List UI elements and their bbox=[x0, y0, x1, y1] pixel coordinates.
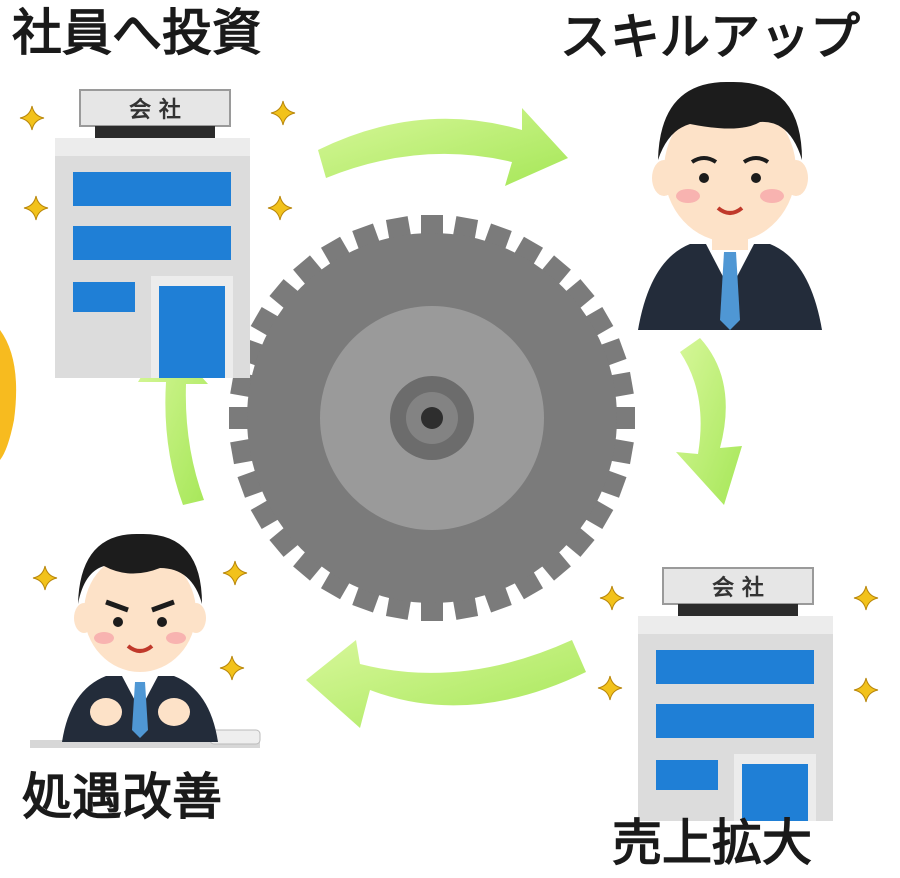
sparkle-icon bbox=[222, 560, 248, 586]
cycle-arrow-top bbox=[318, 108, 568, 186]
building-sign-text: 会 社 bbox=[712, 575, 764, 601]
yellow-edge-decoration bbox=[0, 330, 17, 460]
cycle-arrow-right bbox=[676, 338, 742, 505]
building-sign-text: 会 社 bbox=[129, 97, 181, 123]
sparkle-icon bbox=[267, 195, 293, 221]
cycle-arrow-bottom bbox=[306, 640, 586, 728]
label-sales: 売上拡大 bbox=[612, 814, 812, 872]
label-skillup: スキルアップ bbox=[560, 8, 860, 66]
label-treatment: 処遇改善 bbox=[22, 768, 222, 826]
sparkle-icon bbox=[32, 565, 58, 591]
determined-businessman-icon bbox=[30, 533, 261, 748]
company-building-icon: 会 社 bbox=[638, 567, 833, 821]
sparkle-icon bbox=[270, 100, 296, 126]
sparkle-icon bbox=[853, 677, 879, 703]
sparkle-icon bbox=[23, 195, 49, 221]
company-building-icon: 会 社 bbox=[55, 89, 250, 378]
sparkle-icon bbox=[219, 655, 245, 681]
gear-icon bbox=[229, 215, 635, 621]
sparkle-icon bbox=[853, 585, 879, 611]
label-invest: 社員へ投資 bbox=[12, 4, 262, 62]
businessman-icon bbox=[638, 81, 822, 330]
sparkle-icon bbox=[597, 675, 623, 701]
sparkle-icon bbox=[19, 105, 45, 131]
sparkle-icon bbox=[599, 585, 625, 611]
cycle-arrow-left bbox=[138, 336, 208, 505]
